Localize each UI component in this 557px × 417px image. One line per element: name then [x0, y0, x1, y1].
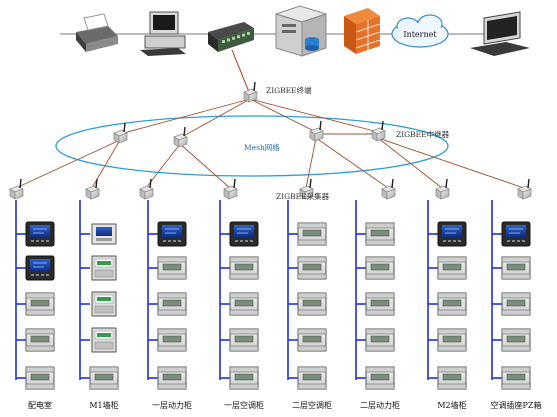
display-meter — [25, 221, 55, 247]
display-meter — [157, 221, 187, 247]
zigbee-collector-node — [223, 178, 238, 200]
display-meter — [229, 221, 259, 247]
zigbee-repeater-node — [371, 120, 386, 142]
din-rail-meter — [365, 328, 395, 352]
collector-link — [315, 137, 389, 189]
din-rail-meter — [229, 328, 259, 352]
collector-link — [377, 137, 443, 189]
din-rail-meter — [501, 328, 531, 352]
server-icon — [274, 5, 328, 57]
column-label: M2墙柜 — [437, 400, 466, 410]
din-rail-meter — [25, 328, 55, 352]
printer-icon — [76, 13, 118, 52]
column-label: 一层空调柜 — [224, 400, 264, 410]
mesh-network-label: Mesh网络 — [244, 142, 280, 152]
din-rail-meter — [229, 256, 259, 280]
din-rail-meter — [229, 292, 259, 316]
din-rail-meter — [297, 366, 327, 390]
din-rail-meter — [157, 292, 187, 316]
collector-link — [305, 137, 317, 189]
din-rail-meter — [501, 366, 531, 390]
zigbee-terminal-label: ZIGBEE终端 — [266, 85, 312, 95]
column-label: 二层空调柜 — [292, 400, 332, 410]
display-meter — [25, 255, 55, 281]
internet-cloud-icon: Internet — [391, 14, 449, 48]
din-rail-meter — [501, 292, 531, 316]
collector-link — [179, 143, 231, 189]
din-rail-meter — [297, 328, 327, 352]
din-rail-meter — [157, 366, 187, 390]
zigbee-collector-node — [299, 178, 314, 200]
column-label: 二层动力柜 — [360, 400, 400, 410]
zigbee-collector-node — [517, 178, 532, 200]
din-rail-meter — [365, 292, 395, 316]
terminal-link — [249, 98, 379, 133]
internet-label: Internet — [403, 30, 437, 39]
zigbee-repeater-label: ZIGBEE中继器 — [396, 129, 450, 139]
zigbee-repeater-node — [113, 122, 128, 144]
terminal-link — [249, 98, 317, 133]
network-switch-icon — [208, 22, 254, 52]
laptop-icon — [470, 11, 530, 56]
din-rail-meter — [365, 366, 395, 390]
din-rail-meter — [365, 222, 395, 246]
terminal-link — [179, 98, 251, 139]
din-rail-meter — [365, 256, 395, 280]
din-rail-meter — [437, 366, 467, 390]
zigbee-collector-node — [9, 178, 24, 200]
din-rail-meter — [297, 222, 327, 246]
firewall-icon — [344, 8, 381, 54]
collector-link — [145, 143, 181, 189]
din-rail-meter — [229, 366, 259, 390]
column-label: 一层动力柜 — [152, 400, 192, 410]
switch-uplink — [231, 49, 250, 93]
display-meter — [437, 221, 467, 247]
din-rail-meter — [297, 256, 327, 280]
workstation-icon — [140, 11, 186, 56]
din-rail-meter — [437, 292, 467, 316]
module-meter — [91, 291, 117, 317]
zigbee-collector-node — [435, 178, 450, 200]
collector-link — [15, 139, 121, 189]
display-meter — [501, 221, 531, 247]
column-label: 空调插座PZ箱 — [491, 400, 542, 410]
module-meter — [91, 327, 117, 353]
module-meter — [91, 255, 117, 281]
din-rail-meter — [157, 328, 187, 352]
din-rail-meter — [437, 328, 467, 352]
din-rail-meter — [501, 256, 531, 280]
din-rail-meter — [25, 292, 55, 316]
zigbee-collector-node — [139, 178, 154, 200]
din-rail-meter — [91, 223, 117, 245]
zigbee-terminal-node — [243, 81, 258, 103]
column-label: 配电室 — [28, 400, 52, 410]
zigbee-collector-label: ZIGBEE采集器 — [276, 191, 330, 201]
zigbee-collector-node — [85, 178, 100, 200]
zigbee-repeater-node — [309, 120, 324, 142]
zigbee-collector-node — [381, 178, 396, 200]
din-rail-meter — [25, 366, 55, 390]
terminal-link — [119, 98, 251, 135]
column-label: M1墙柜 — [89, 400, 118, 410]
zigbee-repeater-node — [173, 126, 188, 148]
mesh-network-ellipse — [55, 115, 449, 177]
din-rail-meter — [297, 292, 327, 316]
collector-link — [377, 137, 525, 189]
din-rail-meter — [89, 366, 119, 390]
din-rail-meter — [437, 256, 467, 280]
din-rail-meter — [157, 256, 187, 280]
